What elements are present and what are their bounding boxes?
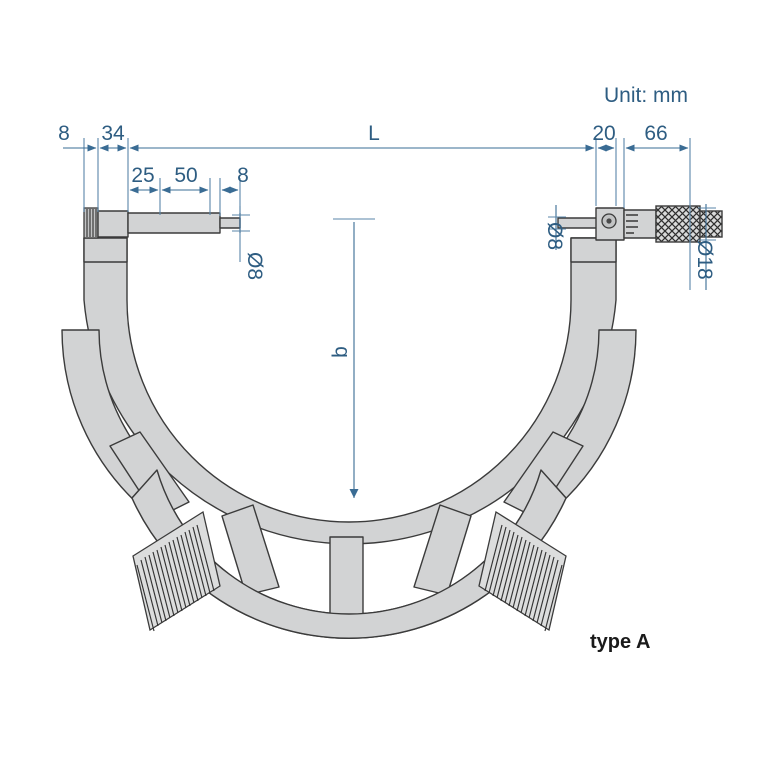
diameter-dimensions [232, 204, 716, 290]
unit-note: Unit: mm [604, 84, 688, 107]
frame-left-shoulder [83, 237, 128, 263]
spindle-assembly [557, 205, 723, 243]
right-grip-pad [478, 510, 567, 632]
type-label: type A [590, 631, 650, 653]
dim-label-L: L [368, 122, 380, 145]
sleeve-graduations [626, 214, 638, 234]
thimble [655, 205, 701, 243]
dim-label-d8-anvil: Ø8 [243, 252, 266, 280]
dim-label-d18-thimble: Ø18 [693, 240, 716, 280]
graduated-sleeve [623, 209, 657, 239]
b-dimension-arrow-bottom [349, 489, 359, 498]
anvil-assembly [83, 207, 241, 239]
dim-label-25: 25 [131, 164, 154, 187]
right-grip-pad-hatching [484, 524, 563, 632]
dim-label-b: b [329, 346, 352, 358]
dimension-labels: 8 34 L 20 66 25 50 8 Ø8 Ø8 Ø18 b [58, 122, 716, 358]
anvil-tip [219, 217, 241, 229]
frame-right-shoulder [570, 237, 617, 263]
dim-label-d8-spindle: Ø8 [543, 222, 566, 250]
left-grip-pad-hatching [136, 524, 215, 632]
dim-label-8-cap: 8 [58, 122, 70, 145]
anvil-body [97, 210, 129, 238]
frame-rib-2 [221, 504, 280, 596]
lock-screw-center [606, 218, 612, 224]
dim-label-66: 66 [644, 122, 667, 145]
dim-label-34: 34 [101, 122, 125, 145]
dim-label-8-tip: 8 [237, 164, 249, 187]
ratchet-stop [699, 210, 723, 238]
left-grip-pad [132, 510, 221, 632]
vertical-center-dimension [333, 218, 375, 498]
anvil-shaft [127, 212, 221, 234]
anvil-cap-ribbing [86, 209, 97, 237]
c-frame [61, 237, 637, 639]
frame-rib-3 [329, 536, 364, 626]
dim-label-20: 20 [592, 122, 615, 145]
frame-inner-ring-overlay [131, 469, 567, 639]
dim-label-50: 50 [174, 164, 197, 187]
